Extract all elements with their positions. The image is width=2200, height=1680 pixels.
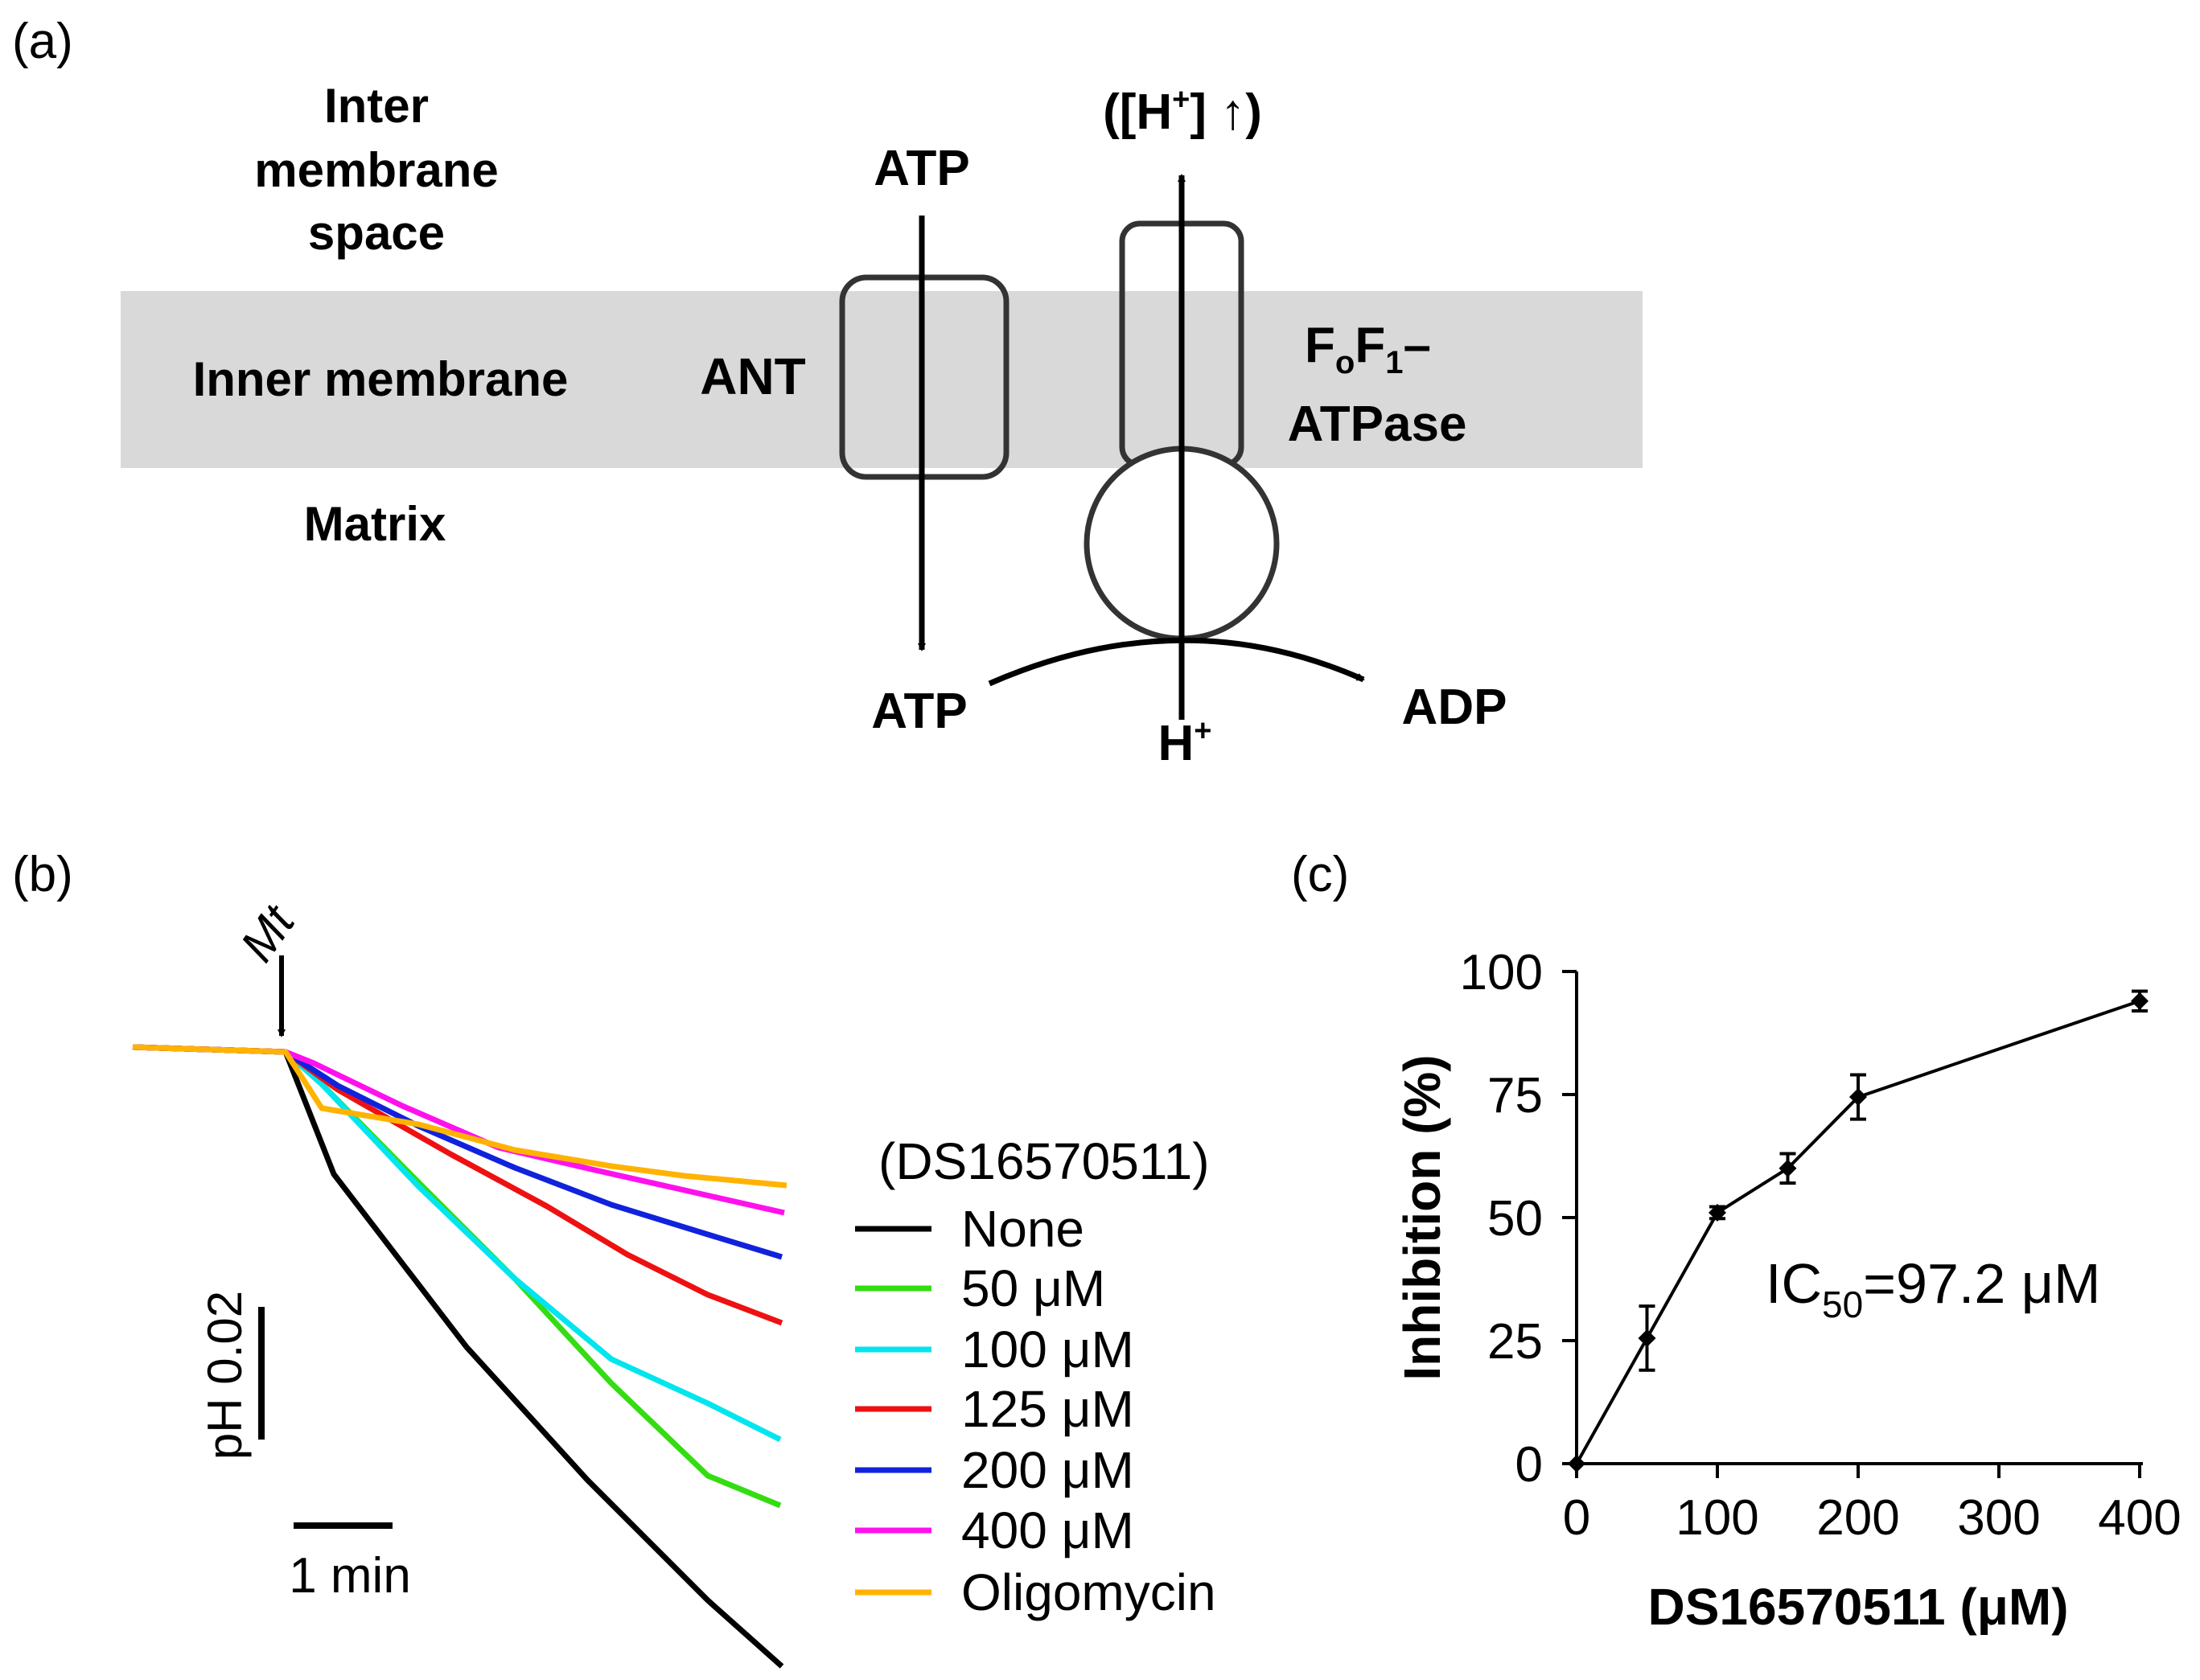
data-point	[1568, 1455, 1585, 1473]
panel-b-label: (b)	[12, 847, 73, 902]
intermembrane-label-line2: membrane	[254, 143, 498, 197]
x-tick-label: 300	[1957, 1490, 2040, 1546]
trace-125um	[132, 1044, 783, 1326]
legend-entry: None	[855, 1200, 1084, 1258]
fof1-label-line2: ATPase	[1288, 396, 1467, 452]
data-point	[2131, 992, 2149, 1010]
inner-membrane-band	[121, 291, 1643, 468]
legend-label: 400 μM	[961, 1501, 1134, 1559]
legend-entry: 125 μM	[855, 1380, 1134, 1438]
matrix-label: Matrix	[304, 497, 446, 551]
legend-label: 125 μM	[961, 1380, 1134, 1438]
legend: (DS16570511) None 50 μM 100 μM 125 μM 20…	[855, 1132, 1216, 1621]
y-tick-label: 0	[1515, 1437, 1543, 1493]
proton-increase-label: ([H+] ↑)	[1103, 83, 1262, 140]
legend-entry: 200 μM	[855, 1441, 1134, 1499]
y-tick-label: 50	[1487, 1191, 1543, 1247]
legend-label: None	[961, 1200, 1084, 1258]
y-tick-label: 25	[1487, 1314, 1543, 1370]
data-point	[1849, 1088, 1867, 1107]
h-plus-label: H+	[1158, 714, 1212, 771]
x-tick-label: 0	[1563, 1490, 1590, 1546]
panel-c-label: (c)	[1291, 847, 1349, 902]
legend-title: (DS16570511)	[878, 1132, 1210, 1190]
atp-bottom-label: ATP	[871, 684, 967, 739]
ant-label: ANT	[700, 347, 806, 405]
intermembrane-label-line1: Inter	[324, 79, 429, 133]
x-tick-label: 100	[1676, 1490, 1758, 1546]
panel-a: (a) Inter membrane space Inner membrane …	[12, 14, 1643, 771]
ph-traces	[132, 1044, 787, 1669]
data-point	[1779, 1159, 1797, 1177]
legend-label: Oligomycin	[961, 1563, 1216, 1621]
y-axis-label: Inhibition (%)	[1393, 1054, 1451, 1380]
atp-top-label: ATP	[874, 141, 969, 196]
intermembrane-label-line3: space	[308, 206, 445, 260]
legend-label: 50 μM	[961, 1259, 1105, 1317]
panel-a-label: (a)	[12, 14, 73, 69]
data-point	[1638, 1329, 1656, 1347]
x-tick-label: 200	[1816, 1490, 1899, 1546]
ic50-annotation: IC50=97.2 μM	[1766, 1252, 2100, 1325]
data-line	[1575, 999, 2140, 1464]
x-axis-label: DS16570511 (μM)	[1648, 1578, 2069, 1636]
legend-label: 200 μM	[961, 1441, 1134, 1499]
mt-label: Mt	[230, 895, 306, 971]
legend-entry: Oligomycin	[855, 1563, 1216, 1621]
x-tick-label: 400	[2098, 1490, 2181, 1546]
legend-label: 100 μM	[961, 1321, 1134, 1378]
inner-membrane-label: Inner membrane	[193, 352, 569, 406]
fof1-label-line1: FoF1–	[1305, 318, 1431, 380]
panel-b: (b) Mt pH 0.02 1 min (DS16570511) None 5…	[12, 847, 1216, 1669]
scale-bar-ph-label: pH 0.02	[198, 1291, 252, 1460]
y-tick-label: 75	[1487, 1068, 1543, 1123]
scale-bar-time-label: 1 min	[289, 1548, 411, 1604]
adp-label: ADP	[1402, 680, 1507, 735]
atp-hydrolysis-arrow	[988, 637, 1365, 687]
y-tick-label: 100	[1460, 945, 1543, 1000]
trace-400um	[132, 1044, 785, 1216]
legend-entry: 50 μM	[855, 1259, 1105, 1317]
trace-oligomycin	[132, 1044, 787, 1189]
legend-entry: 400 μM	[855, 1501, 1134, 1559]
data-point	[1709, 1203, 1726, 1222]
legend-entry: 100 μM	[855, 1321, 1134, 1378]
